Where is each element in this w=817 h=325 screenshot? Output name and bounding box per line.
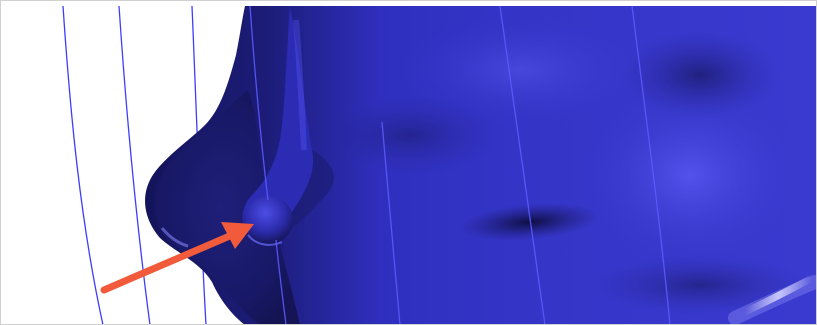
protrusion-tip <box>243 196 293 244</box>
ridge-highlight <box>293 19 307 151</box>
contour-line <box>499 5 546 325</box>
arrow-up-right-icon <box>100 222 254 294</box>
tip-rim-highlight <box>247 234 283 246</box>
contour-line <box>275 239 287 325</box>
contour-line <box>381 121 401 325</box>
contour-line <box>249 5 269 201</box>
annotation-arrow-head <box>221 222 254 249</box>
annotation-arrow-shaft <box>100 231 236 294</box>
surface-pocket <box>590 255 810 315</box>
specular-highlight <box>728 275 817 325</box>
surface-glow <box>400 15 640 125</box>
surface-glow <box>580 85 800 265</box>
blob-lobe-shade <box>154 90 300 325</box>
contour-line <box>118 5 151 325</box>
surface-pocket <box>620 30 780 120</box>
contour-line <box>631 5 671 325</box>
protrusion-shadow <box>268 150 334 242</box>
specular-highlight <box>741 274 816 316</box>
contour-line <box>62 5 104 325</box>
lobe-edge-highlight <box>160 227 189 248</box>
contour-lines-surface <box>249 5 671 325</box>
surface-pocket <box>320 95 500 175</box>
surface-protrusion <box>242 6 314 241</box>
